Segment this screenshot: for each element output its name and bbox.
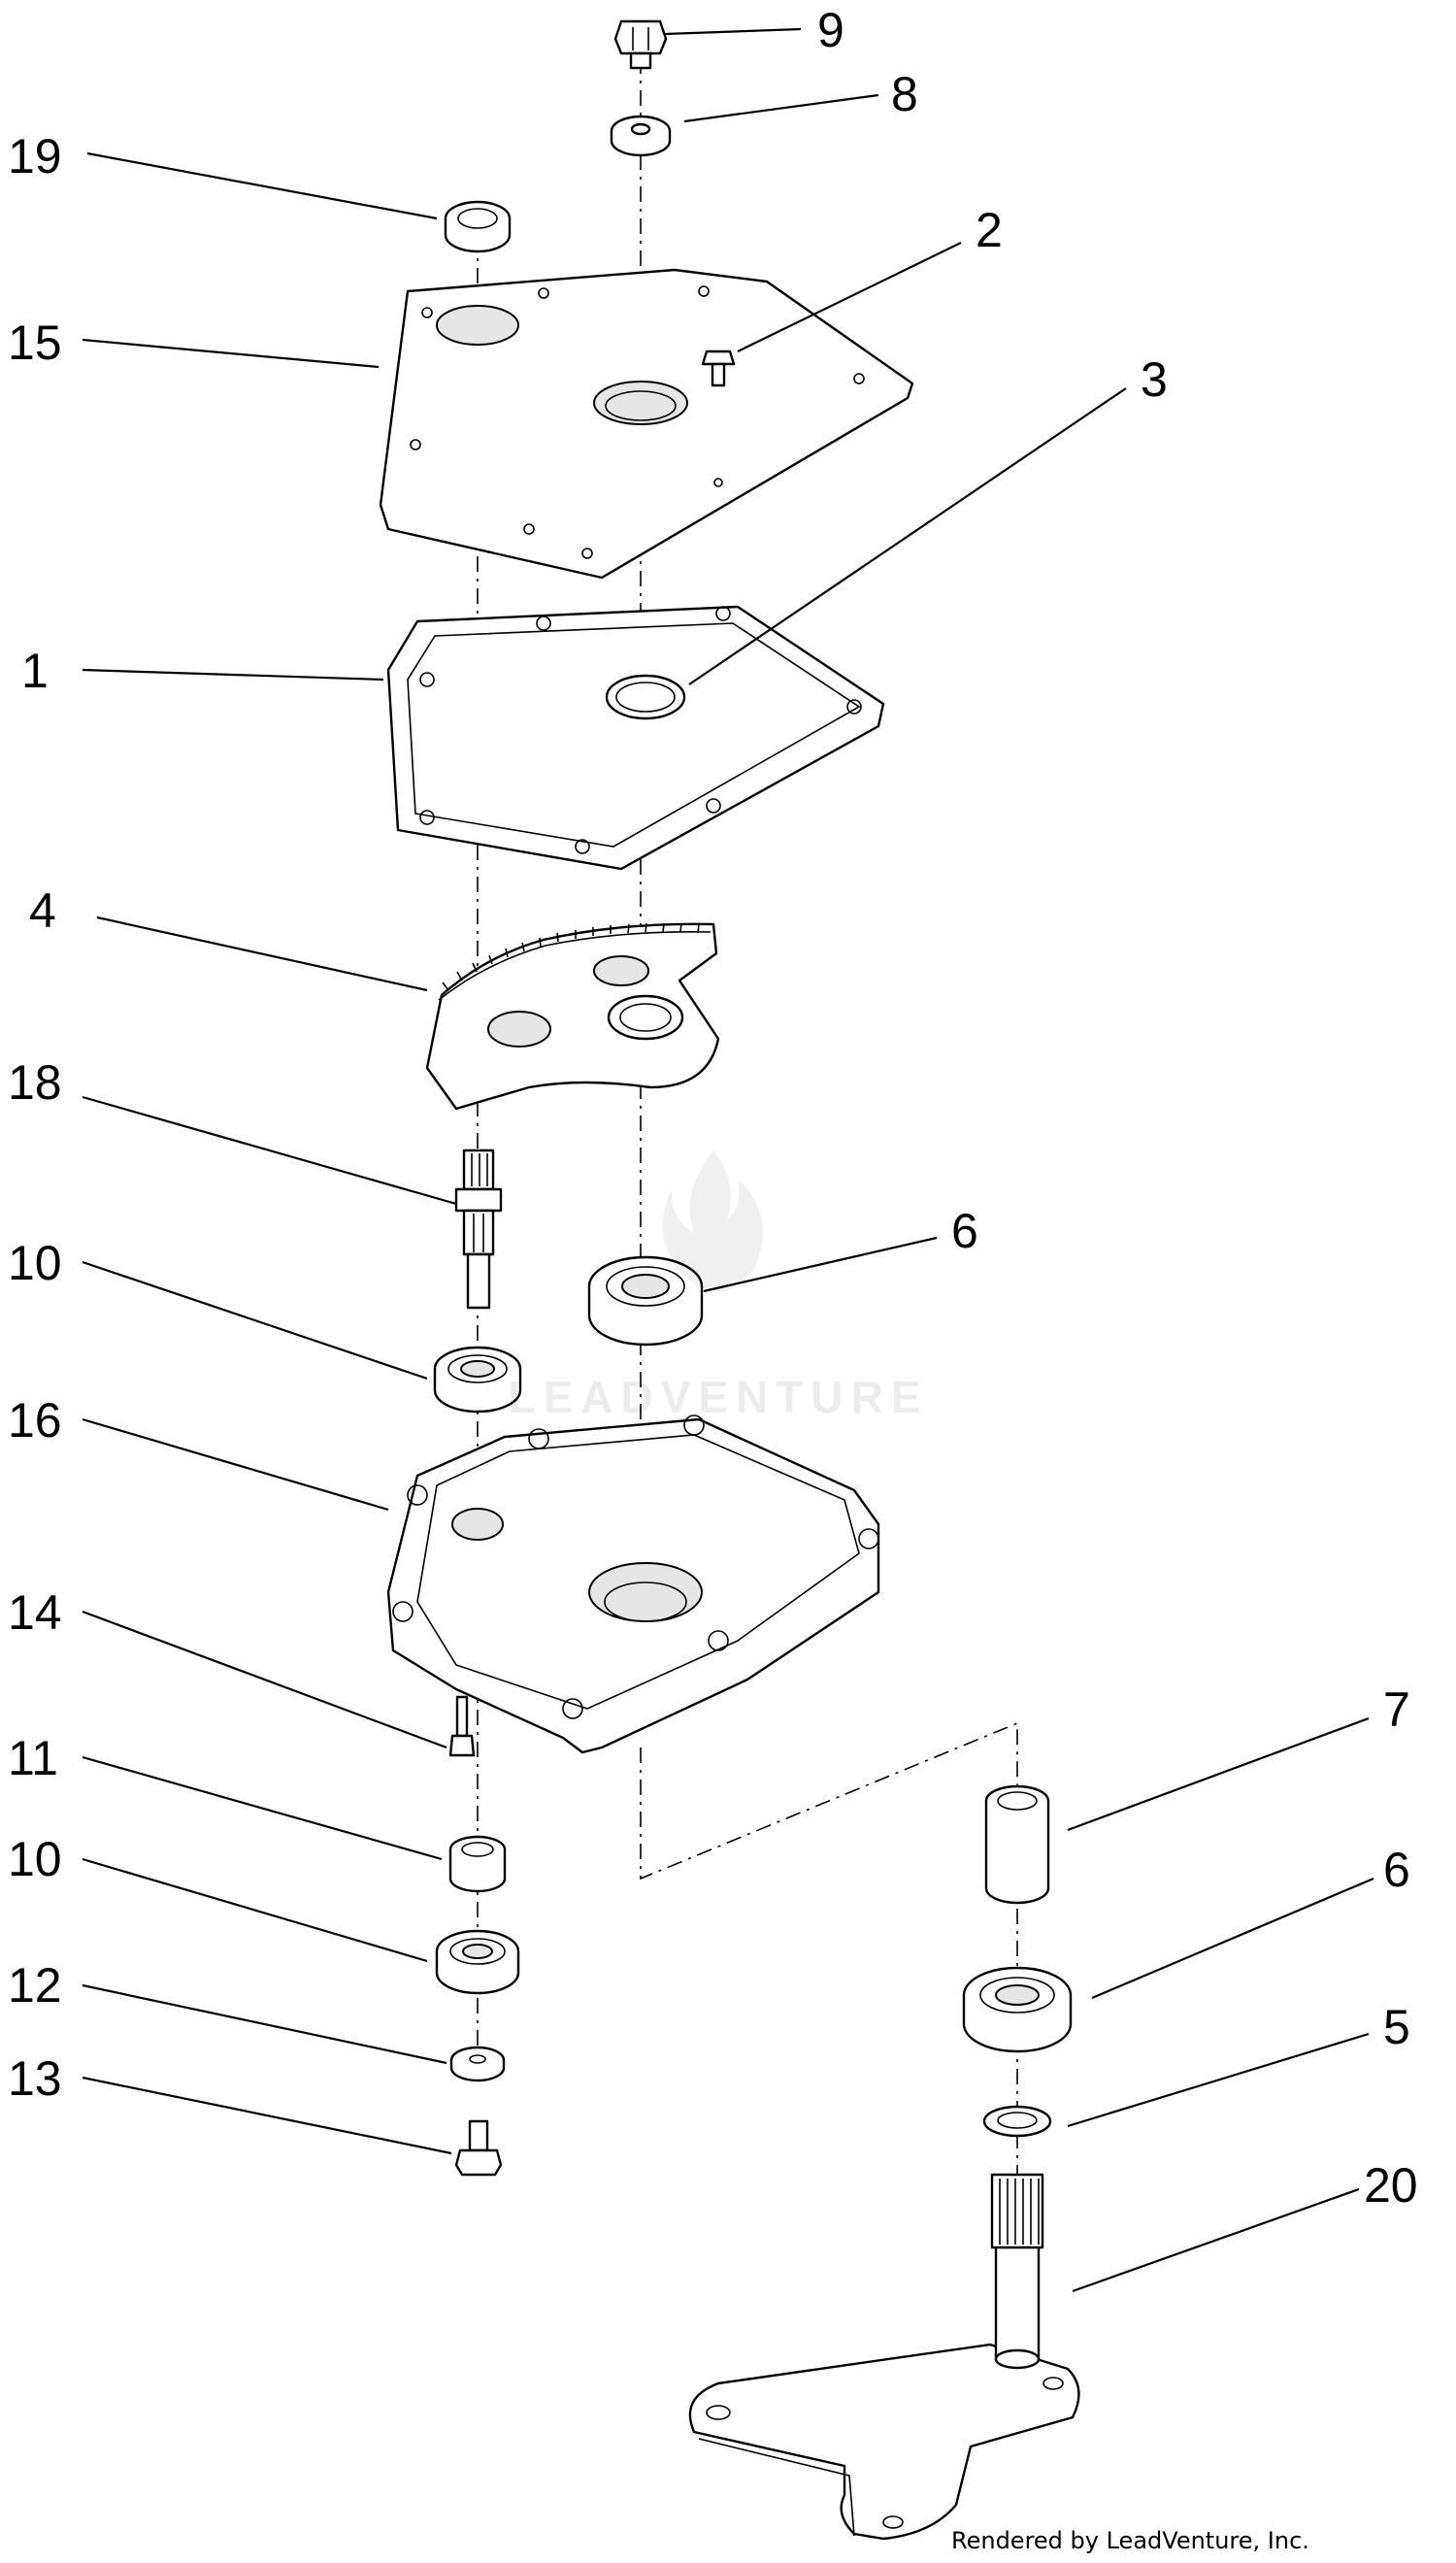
callout-8: 8	[891, 67, 918, 121]
bolt-part-9	[613, 19, 668, 70]
watermark: LEADVENTURE	[508, 1150, 928, 1422]
callout-6-lower: 6	[1383, 1843, 1410, 1897]
arm-part-20	[688, 2173, 1080, 2541]
bearing-part-6-upper	[587, 1255, 704, 1347]
callout-6-upper: 6	[951, 1204, 978, 1258]
callout-1: 1	[21, 644, 49, 698]
grease-fitting-part-14	[448, 1695, 476, 1757]
washer-part-12	[449, 2046, 506, 2082]
callout-9: 9	[817, 3, 844, 57]
callout-12: 12	[8, 1958, 62, 2013]
callout-20: 20	[1364, 2158, 1418, 2213]
screw-part-2	[701, 350, 736, 387]
callout-13: 13	[8, 2051, 62, 2106]
bolt-part-13	[454, 2119, 503, 2177]
callout-10-upper: 10	[8, 1236, 62, 1290]
callout-14: 14	[8, 1585, 62, 1640]
washer-part-8	[610, 115, 672, 157]
bearing-part-10-lower	[435, 1929, 520, 1995]
callout-15: 15	[8, 316, 62, 370]
callout-19: 19	[8, 129, 62, 183]
cover-plate-part-15	[379, 268, 914, 580]
callout-5: 5	[1383, 2000, 1410, 2054]
watermark-text: LEADVENTURE	[508, 1372, 928, 1422]
callout-4: 4	[29, 883, 56, 938]
sector-gear-part-4	[425, 922, 720, 1111]
housing-part-16	[386, 1415, 880, 1754]
washer-part-5	[982, 2105, 1052, 2138]
callout-10-lower: 10	[8, 1832, 62, 1886]
bearing-part-6-lower	[962, 1966, 1073, 2053]
callout-11: 11	[8, 1731, 58, 1785]
bearing-part-10-upper	[433, 1346, 522, 1414]
callout-7: 7	[1383, 1682, 1410, 1737]
gasket-part-1	[386, 605, 885, 871]
callout-3: 3	[1141, 352, 1168, 407]
callout-2: 2	[976, 203, 1003, 257]
callout-18: 18	[8, 1055, 62, 1110]
rendered-by-credit: Rendered by LeadVenture, Inc.	[951, 2527, 1309, 2554]
sleeve-part-7	[984, 1784, 1050, 1905]
bushing-part-11	[448, 1835, 507, 1893]
leader-lines	[82, 27, 1374, 2293]
callout-16: 16	[8, 1393, 62, 1448]
seal-part-19	[444, 200, 512, 253]
callout-labels: 9 8 19 2 15 3 1 4 18 6 10 16 14 7 11 10 …	[8, 3, 1418, 2213]
pinion-shaft-part-18	[454, 1148, 503, 1310]
flame-logo-icon	[662, 1150, 763, 1291]
